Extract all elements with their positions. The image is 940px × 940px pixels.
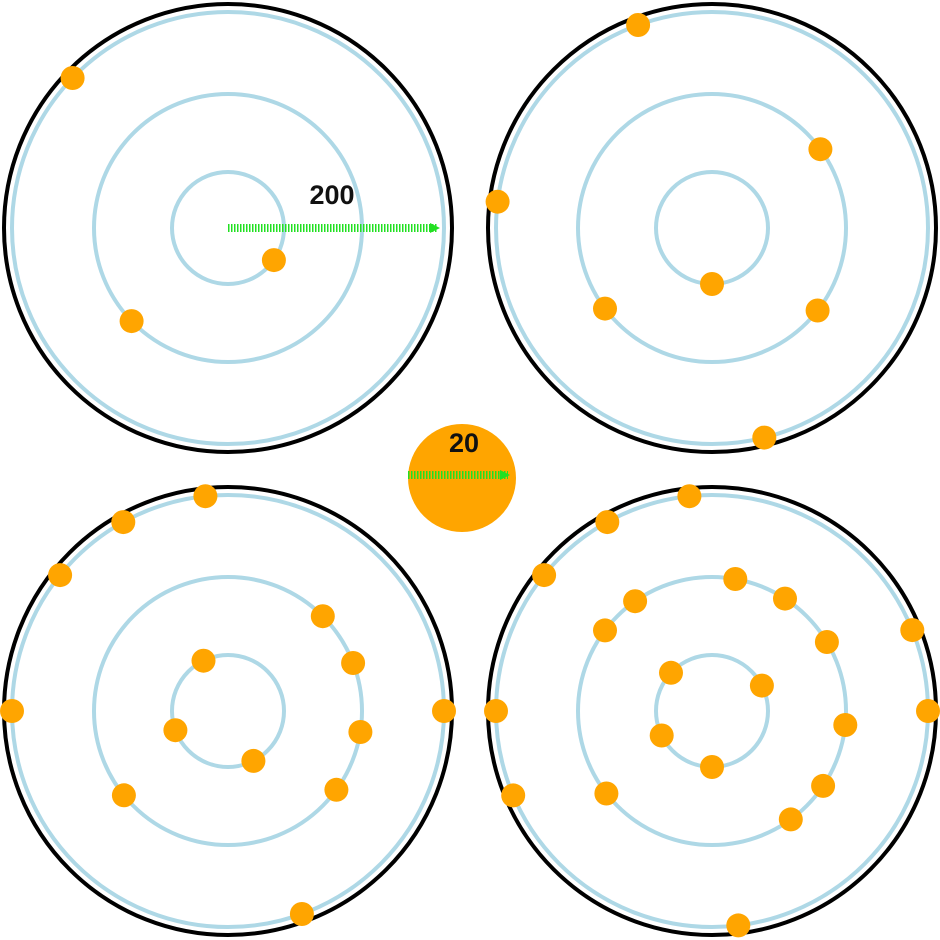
packed-dot xyxy=(341,651,366,675)
packed-dot xyxy=(0,699,24,723)
packed-dot xyxy=(626,13,651,37)
packed-dot xyxy=(778,807,803,832)
packed-dot xyxy=(111,510,136,535)
packed-dot xyxy=(111,783,136,808)
packed-dot xyxy=(659,660,683,685)
packed-dot xyxy=(432,699,456,723)
packed-dot xyxy=(916,699,940,723)
packed-dot xyxy=(310,604,335,629)
packed-dot xyxy=(623,589,648,614)
ring-2 xyxy=(576,575,848,847)
ring-2 xyxy=(92,575,364,847)
panel-top-left xyxy=(2,2,454,454)
packed-dot xyxy=(532,563,557,588)
packed-dot xyxy=(324,777,349,802)
packed-dot xyxy=(485,189,510,214)
packed-dot xyxy=(749,673,774,698)
packed-dot xyxy=(833,713,858,737)
packed-dot xyxy=(677,484,702,509)
packed-dot xyxy=(594,781,619,806)
packed-dot xyxy=(726,913,751,938)
ring-3 xyxy=(10,10,446,446)
ring-2 xyxy=(576,92,848,364)
packed-dot xyxy=(805,298,830,323)
packed-dot xyxy=(191,648,216,673)
packed-dot xyxy=(484,699,508,723)
packed-dot xyxy=(752,425,777,450)
packed-dot xyxy=(700,755,724,779)
packed-dot xyxy=(595,510,620,535)
ring-3 xyxy=(494,493,930,929)
packed-dot xyxy=(900,618,925,643)
packed-dot xyxy=(700,272,724,296)
boundary-radius-annotation: 200 xyxy=(228,180,440,233)
reference-dot-group: 20 xyxy=(408,424,516,532)
packed-dot xyxy=(593,296,617,321)
boundary-circle xyxy=(2,2,454,454)
packed-dot xyxy=(241,748,266,773)
packed-dot xyxy=(501,783,526,808)
packed-dot xyxy=(163,718,188,743)
packed-dot xyxy=(811,773,836,798)
panel-top-right xyxy=(485,2,938,454)
packed-dot xyxy=(649,723,674,748)
panel-bottom-right xyxy=(484,484,940,938)
boundary-circle xyxy=(486,485,938,937)
packed-dot xyxy=(193,484,218,509)
dot-radius-label: 20 xyxy=(449,428,479,458)
ring-3 xyxy=(10,493,446,929)
boundary-circle xyxy=(2,485,454,937)
packed-dot xyxy=(60,66,85,90)
packed-dot xyxy=(261,248,286,273)
packed-dot xyxy=(773,586,797,611)
boundary-circle xyxy=(486,2,938,454)
packed-dot xyxy=(289,902,314,926)
packed-dot xyxy=(814,630,839,654)
packed-dot xyxy=(808,137,833,162)
ring-2 xyxy=(92,92,364,364)
panel-bottom-left xyxy=(0,484,456,937)
ring-1 xyxy=(170,653,286,769)
ring-3 xyxy=(494,10,930,446)
packed-dot xyxy=(593,618,617,643)
packed-dot xyxy=(723,567,748,591)
ring-1 xyxy=(170,170,286,286)
packed-dot xyxy=(48,563,73,588)
packed-dot xyxy=(348,720,373,744)
ring-1 xyxy=(654,170,770,286)
boundary-radius-label: 200 xyxy=(309,180,354,210)
packed-dot xyxy=(119,309,144,334)
